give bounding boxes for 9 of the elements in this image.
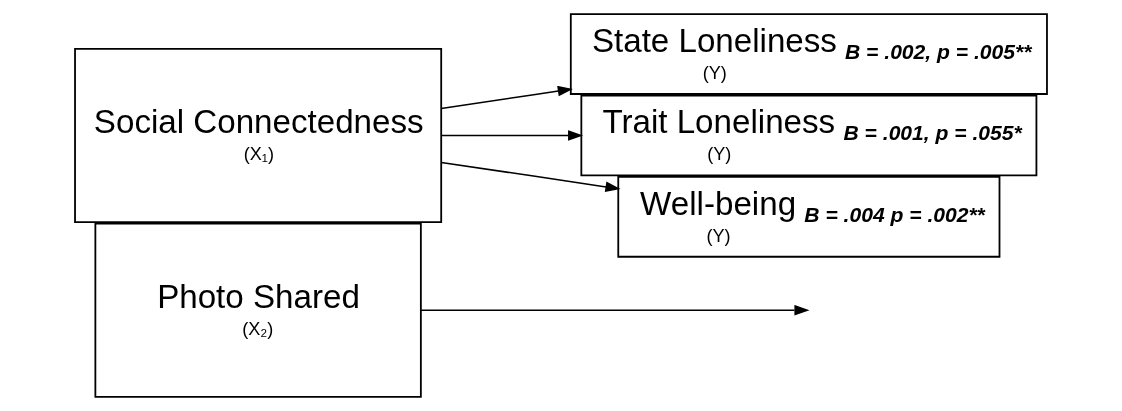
node-box: Well-being (Y) B = .004 p = .002** xyxy=(617,175,1001,258)
node-box: Social Connectedness (X₁) xyxy=(74,47,443,223)
arrow xyxy=(440,85,573,110)
node-box: Photo Shared (X₂) xyxy=(94,222,422,398)
node-box: State Loneliness (Y) B = .002, p = .005** xyxy=(569,13,1048,95)
arrow xyxy=(420,304,810,316)
arrow xyxy=(440,130,584,141)
arrow xyxy=(440,161,621,193)
node-box: Trait Loneliness (Y) B = .001, p = .055* xyxy=(580,94,1038,177)
